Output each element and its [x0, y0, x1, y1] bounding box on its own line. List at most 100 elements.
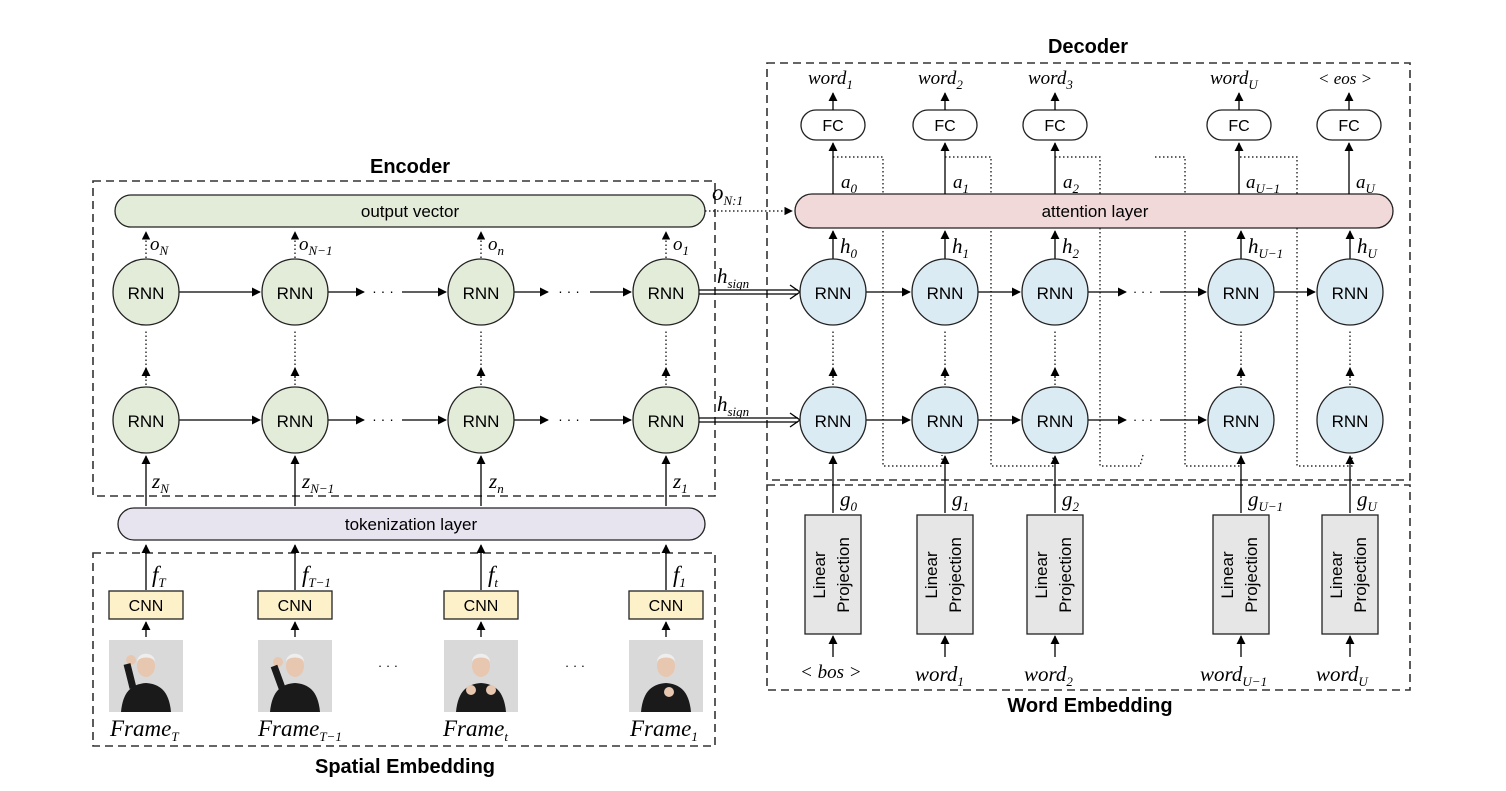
embedding-label: g1 — [952, 487, 969, 514]
encoder-vertical-links — [141, 330, 671, 506]
svg-text:Projection: Projection — [1242, 537, 1261, 613]
encoder-rnn-bottom: RNN — [447, 386, 515, 454]
encoder-title: Encoder — [370, 156, 450, 178]
svg-text:CNN: CNN — [464, 598, 499, 615]
encoder-tokenization-layer: tokenization layer — [117, 507, 706, 541]
output-word-label: wordU — [1210, 68, 1259, 92]
svg-text:RNN: RNN — [927, 412, 964, 431]
fc-box: FC — [1022, 109, 1088, 141]
hidden-label: hU — [1357, 234, 1379, 261]
svg-text:RNN: RNN — [463, 412, 500, 431]
encoder-ellipsis: · · · — [372, 283, 394, 299]
feature-label: ft — [488, 562, 498, 590]
hidden-label: hU−1 — [1248, 234, 1283, 261]
svg-text:RNN: RNN — [463, 284, 500, 303]
encoder-rnn-top: RNN — [632, 258, 700, 326]
decoder-rnn-bottom: RNN — [799, 386, 867, 454]
frames-ellipsis: · · · — [378, 658, 398, 673]
context-label: oN:1 — [712, 180, 743, 208]
svg-text:RNN: RNN — [927, 284, 964, 303]
svg-text:CNN: CNN — [278, 598, 313, 615]
svg-text:RNN: RNN — [1332, 284, 1369, 303]
context-connection: oN:1 — [705, 180, 793, 216]
decoder-vertical-links — [828, 330, 1355, 385]
attention-label: aU−1 — [1246, 172, 1280, 196]
svg-text:Linear: Linear — [1218, 551, 1237, 599]
svg-text:RNN: RNN — [128, 284, 165, 303]
input-word-label: word2 — [1024, 662, 1073, 689]
linear-projection-box: Linear Projection — [1212, 514, 1270, 635]
cnn-box: CNN — [443, 590, 519, 620]
encoder-output-label: oN−1 — [299, 234, 332, 258]
feature-label: fT−1 — [302, 562, 331, 590]
spatial-feature-labels: fT fT−1 ft f1 — [152, 562, 686, 590]
svg-text:FC: FC — [1044, 118, 1065, 135]
embedding-label: gU — [1357, 487, 1379, 514]
svg-text:RNN: RNN — [815, 412, 852, 431]
decoder-output-labels: word1 word2 word3 wordU < eos > — [808, 68, 1372, 92]
embedding-label: g2 — [1062, 487, 1080, 514]
word-embedding-frame — [766, 484, 1411, 691]
decoder-hidden-labels: h0 h1 h2 hU−1 hU — [840, 234, 1379, 261]
h-sign-label: hsign — [717, 264, 749, 291]
svg-text:RNN: RNN — [1332, 412, 1369, 431]
decoder-rnn-top: RNN — [1021, 258, 1089, 326]
frame-labels: FrameT FrameT−1 Framet Frame1 — [109, 716, 698, 744]
fc-box: FC — [1206, 109, 1272, 141]
input-word-label: word1 — [915, 662, 964, 689]
linear-projection-box: Linear Projection — [804, 514, 862, 635]
linear-projection-box: Linear Projection — [1321, 514, 1379, 635]
frame-thumbnail — [258, 640, 332, 712]
svg-text:FC: FC — [934, 118, 955, 135]
svg-text:Linear: Linear — [922, 551, 941, 599]
encoder-rnn-bottom: RNN — [261, 386, 329, 454]
encoder-output-vector: output vector — [114, 194, 706, 228]
frame-thumbnail — [444, 640, 518, 712]
input-word-label: wordU−1 — [1200, 662, 1267, 689]
encoder-rnn-top: RNN — [112, 258, 180, 326]
encoder-ellipsis: · · · — [558, 411, 580, 427]
word-embedding-title: Word Embedding — [1007, 695, 1172, 717]
hidden-state-bridge-bottom: hsign — [699, 392, 802, 428]
attention-label: a1 — [953, 172, 969, 196]
linear-projection-box: Linear Projection — [1026, 514, 1084, 635]
decoder-rnn-bottom: RNN — [911, 386, 979, 454]
embedding-labels: g0 g1 g2 gU−1 gU — [840, 487, 1379, 514]
token-label: z1 — [672, 469, 688, 496]
frame-label: Framet — [442, 716, 508, 744]
svg-text:Projection: Projection — [1351, 537, 1370, 613]
encoder-output-labels: oN oN−1 on o1 — [150, 234, 689, 258]
fc-box: FC — [800, 109, 866, 141]
encoder-rnn-top: RNN — [447, 258, 515, 326]
input-word-label: < bos > — [800, 662, 862, 683]
tokenization-layer-label: tokenization layer — [345, 515, 478, 534]
cnn-box: CNN — [628, 590, 704, 620]
fc-box: FC — [1316, 109, 1382, 141]
svg-text:Linear: Linear — [1327, 551, 1346, 599]
decoder-rnn-bottom: RNN — [1021, 386, 1089, 454]
svg-text:Projection: Projection — [1056, 537, 1075, 613]
svg-text:RNN: RNN — [1037, 412, 1074, 431]
output-word-label: < eos > — [1318, 69, 1372, 88]
encoder-output-label: o1 — [673, 234, 689, 258]
frames-ellipsis: · · · — [565, 658, 585, 673]
attention-label: aU — [1356, 172, 1377, 196]
svg-text:RNN: RNN — [815, 284, 852, 303]
spatial-embedding-frame — [92, 552, 716, 747]
decoder-ellipsis: · · · — [1133, 284, 1153, 299]
decoder-rnn-top: RNN — [1316, 258, 1384, 326]
encoder-ellipsis: · · · — [372, 411, 394, 427]
token-label: zn — [488, 469, 504, 496]
h-sign-label: hsign — [717, 392, 749, 419]
hidden-label: h2 — [1062, 234, 1080, 261]
encoder-rnn-bottom: RNN — [632, 386, 700, 454]
svg-text:RNN: RNN — [277, 284, 314, 303]
svg-text:Linear: Linear — [1032, 551, 1051, 599]
attention-label: a0 — [841, 172, 858, 196]
attention-layer: attention layer — [794, 193, 1394, 229]
attention-layer-label: attention layer — [1042, 202, 1149, 221]
embedding-label: g0 — [840, 487, 858, 514]
svg-text:FC: FC — [1338, 118, 1359, 135]
decoder-input-labels: < bos > word1 word2 wordU−1 wordU — [800, 662, 1369, 689]
encoder-frame — [92, 180, 716, 497]
